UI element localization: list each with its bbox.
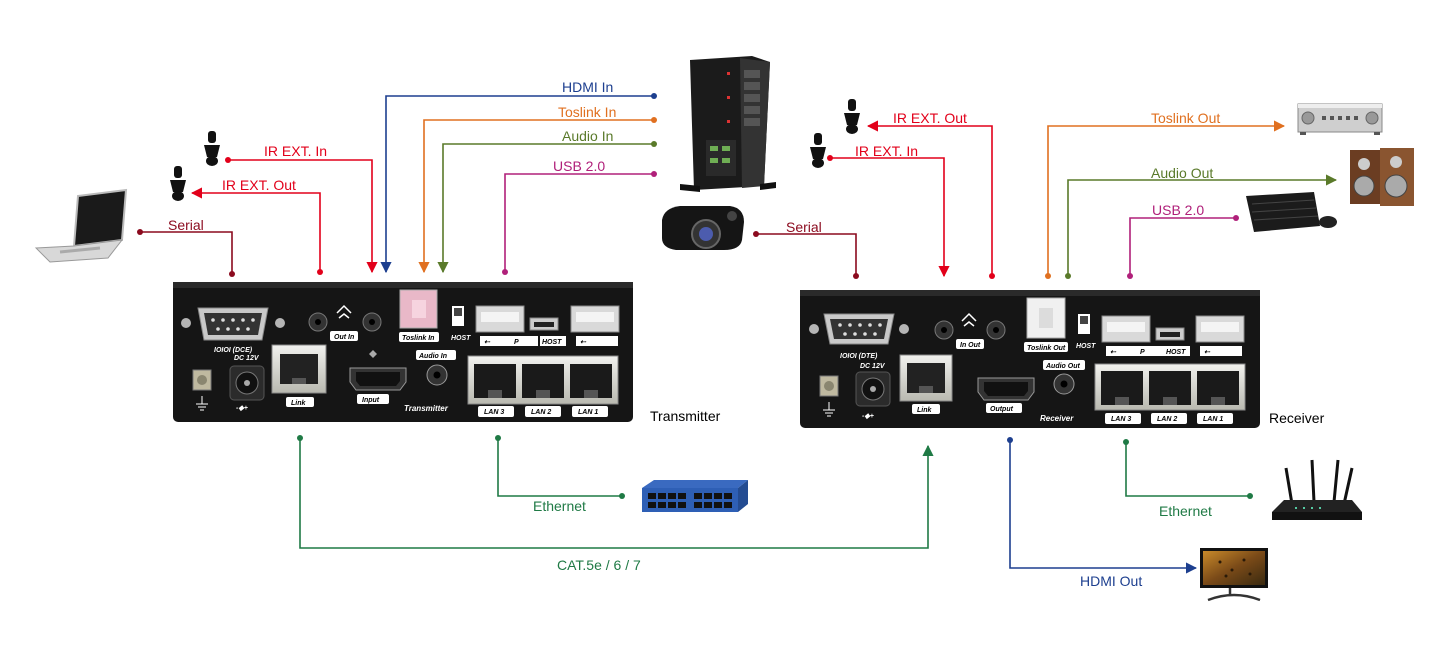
rx-serial-port: IOIOI (DTE)	[809, 313, 909, 360]
rx-usb-host-tag: HOST	[1166, 349, 1186, 356]
rx-hdmi-out-label: HDMI Out	[1080, 573, 1142, 589]
svg-text:-◆+: -◆+	[862, 413, 874, 420]
svg-text:⇠: ⇠	[1110, 349, 1117, 356]
receiver-label: Receiver	[1269, 410, 1325, 426]
tx-lan1-tag: LAN 1	[578, 409, 598, 416]
tx-link-port: Link	[271, 344, 327, 407]
ir-receiver-icon	[810, 133, 826, 168]
ir-emitter-icon	[844, 99, 860, 134]
cable-label: CAT.5e / 6 / 7	[557, 557, 641, 573]
tower-pc-icon	[680, 56, 776, 192]
tx-serial-label: Serial	[168, 217, 204, 233]
tx-usb-section: HOST ⇠ P HOST ⇠	[451, 305, 620, 346]
tx-ethernet-label: Ethernet	[533, 498, 586, 514]
receiver-unit: IOIOI (DTE) DC 12V -◆+ Link In Out	[800, 290, 1260, 428]
ir-receiver-icon	[204, 131, 220, 166]
rx-toslink-tag: Toslink Out	[1027, 345, 1066, 352]
rx-lan2-tag: LAN 2	[1157, 416, 1177, 423]
tx-toslink-tag: Toslink In	[402, 335, 434, 342]
rx-ir-in-label: IR EXT. In	[855, 143, 918, 159]
keyboard-mouse-icon	[1246, 192, 1337, 232]
rx-link-port: Link	[899, 354, 953, 414]
rx-lan1-tag: LAN 1	[1203, 416, 1223, 423]
network-switch-icon	[642, 480, 748, 512]
rx-host-tag: HOST	[1076, 343, 1096, 350]
tx-host-tag: HOST	[451, 335, 471, 342]
rx-dc-tag: DC 12V	[860, 363, 886, 370]
tx-dc-tag: DC 12V	[234, 355, 260, 362]
rx-toslink-port: Toslink Out	[1024, 297, 1068, 352]
rx-connection-lines	[753, 120, 1338, 574]
rx-serial-tag: IOIOI (DTE)	[840, 353, 878, 360]
tx-lan3-tag: LAN 3	[484, 409, 504, 416]
tx-audio-tag: Audio In	[418, 353, 447, 360]
tx-ir-tag: Out In	[334, 334, 354, 341]
tx-lan-ports: LAN 3 LAN 2 LAN 1	[467, 355, 619, 417]
tx-usb-p-tag: P	[514, 339, 519, 346]
rx-audio-out-label: Audio Out	[1151, 165, 1213, 181]
monitor-icon	[1200, 548, 1268, 602]
tx-toslink-in-label: Toslink In	[558, 104, 616, 120]
svg-text:-◆+: -◆+	[236, 405, 248, 412]
rx-lan3-tag: LAN 3	[1111, 416, 1131, 423]
rx-usb-label: USB 2.0	[1152, 202, 1204, 218]
rx-ir-tag: In Out	[960, 342, 981, 349]
rx-power-section: DC 12V -◆+	[819, 363, 891, 420]
laptop-icon	[34, 188, 128, 263]
tx-usb-label: USB 2.0	[553, 158, 605, 174]
tx-power-section: DC 12V -◆+	[192, 355, 265, 412]
tx-input-tag: Input	[362, 397, 380, 404]
svg-text:⇠: ⇠	[1204, 349, 1211, 356]
transmitter-label: Transmitter	[650, 408, 721, 424]
rx-ir-out-label: IR EXT. Out	[893, 110, 967, 126]
tx-audio-in-label: Audio In	[562, 128, 613, 144]
rx-usb-section: HOST ⇠ P HOST ⇠	[1076, 314, 1245, 356]
tx-hdmi-port: Input	[349, 367, 407, 404]
rx-toslink-out-label: Toslink Out	[1151, 110, 1220, 126]
svg-text:⇠: ⇠	[484, 339, 491, 346]
speaker-icon	[1350, 148, 1414, 206]
tx-hdmi-in-label: HDMI In	[562, 79, 613, 95]
tx-audio-port: Audio In	[416, 350, 456, 386]
tx-model-tag: Transmitter	[404, 404, 449, 413]
tx-serial-port: IOIOI (DCE)	[181, 307, 285, 354]
rx-serial-label: Serial	[786, 219, 822, 235]
tx-link-tag: Link	[291, 400, 306, 407]
tx-toslink-port: Toslink In	[399, 289, 439, 342]
tx-ir-out-label: IR EXT. Out	[222, 177, 296, 193]
rx-audio-port: Audio Out	[1043, 360, 1085, 395]
tx-connection-lines	[137, 93, 934, 549]
transmitter-unit: IOIOI (DCE) DC 12V -◆+ Link Out I	[173, 282, 633, 422]
rx-usb-p-tag: P	[1140, 349, 1145, 356]
rx-hdmi-port: Output	[977, 377, 1035, 413]
projector-icon	[662, 206, 744, 250]
rx-link-tag: Link	[917, 407, 932, 414]
tx-serial-tag: IOIOI (DCE)	[214, 347, 253, 354]
amplifier-icon	[1297, 103, 1383, 135]
rx-ir-jacks: In Out	[934, 312, 1006, 349]
rx-lan-ports: LAN 3 LAN 2 LAN 1	[1094, 363, 1246, 424]
rx-output-tag: Output	[990, 406, 1014, 413]
tx-ir-jacks: Out In	[308, 304, 382, 358]
rx-audio-tag: Audio Out	[1045, 363, 1080, 370]
tx-ir-in-label: IR EXT. In	[264, 143, 327, 159]
svg-text:⇠: ⇠	[580, 339, 587, 346]
connection-labels: Serial IR EXT. In IR EXT. Out HDMI In To…	[168, 79, 1325, 589]
ir-emitter-icon	[170, 166, 186, 201]
rx-model-tag: Receiver	[1040, 414, 1074, 423]
router-icon	[1272, 459, 1362, 520]
tx-usb-host-tag: HOST	[542, 339, 562, 346]
rx-ethernet-label: Ethernet	[1159, 503, 1212, 519]
tx-lan2-tag: LAN 2	[531, 409, 551, 416]
